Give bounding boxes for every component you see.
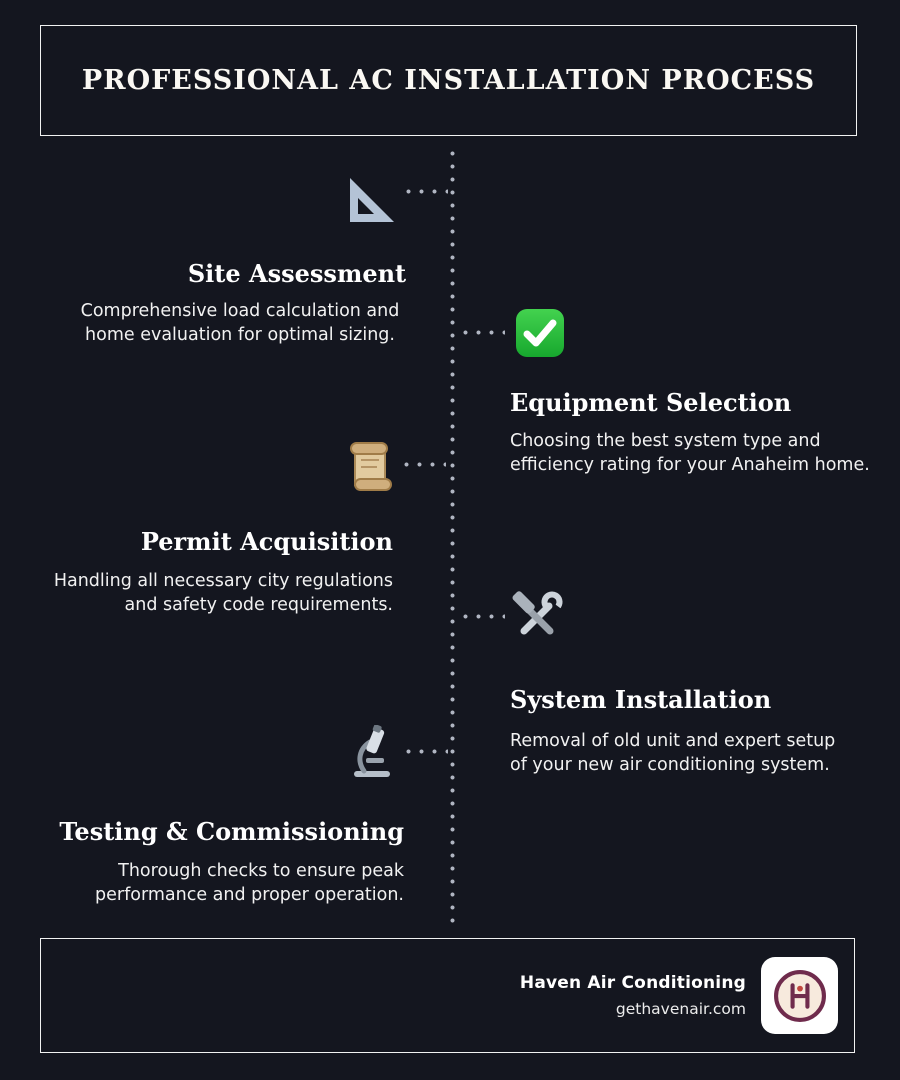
website-link[interactable]: gethavenair.com <box>615 1000 746 1018</box>
step-title: Permit Acquisition <box>140 527 393 556</box>
triangle-ruler-icon <box>350 178 394 222</box>
page-title: PROFESSIONAL AC INSTALLATION PROCESS <box>81 65 816 96</box>
step-title: Site Assessment <box>187 259 407 288</box>
step-title: Equipment Selection <box>510 388 792 417</box>
timeline-line <box>450 147 455 930</box>
step-description: Removal of old unit and expert setup of … <box>510 731 836 775</box>
connector-dots <box>459 614 505 619</box>
connector-dots <box>402 189 448 194</box>
step-description: Handling all necessary city regulations … <box>53 571 393 615</box>
step-title: Testing & Commissioning <box>59 817 404 846</box>
title-banner: PROFESSIONAL AC INSTALLATION PROCESS <box>40 25 857 136</box>
step-description: Comprehensive load calculation and home … <box>80 301 400 345</box>
company-name: Haven Air Conditioning <box>519 973 746 993</box>
step-title: System Installation <box>510 685 772 714</box>
check-mark-icon <box>516 309 564 357</box>
hammer-and-wrench-icon <box>512 591 563 635</box>
scroll-icon <box>350 442 392 491</box>
connector-dots <box>400 462 446 467</box>
footer-text: Haven Air Conditioning gethavenair.com <box>520 973 746 1018</box>
brand-logo <box>761 957 838 1034</box>
brand-logo-emblem <box>773 969 826 1022</box>
connector-dots <box>402 749 448 754</box>
microscope-icon <box>354 725 390 777</box>
step-description: Thorough checks to ensure peak performan… <box>95 861 404 905</box>
step-description: Choosing the best system type and effici… <box>510 431 870 475</box>
footer: Haven Air Conditioning gethavenair.com <box>40 938 855 1053</box>
connector-dots <box>459 330 505 335</box>
